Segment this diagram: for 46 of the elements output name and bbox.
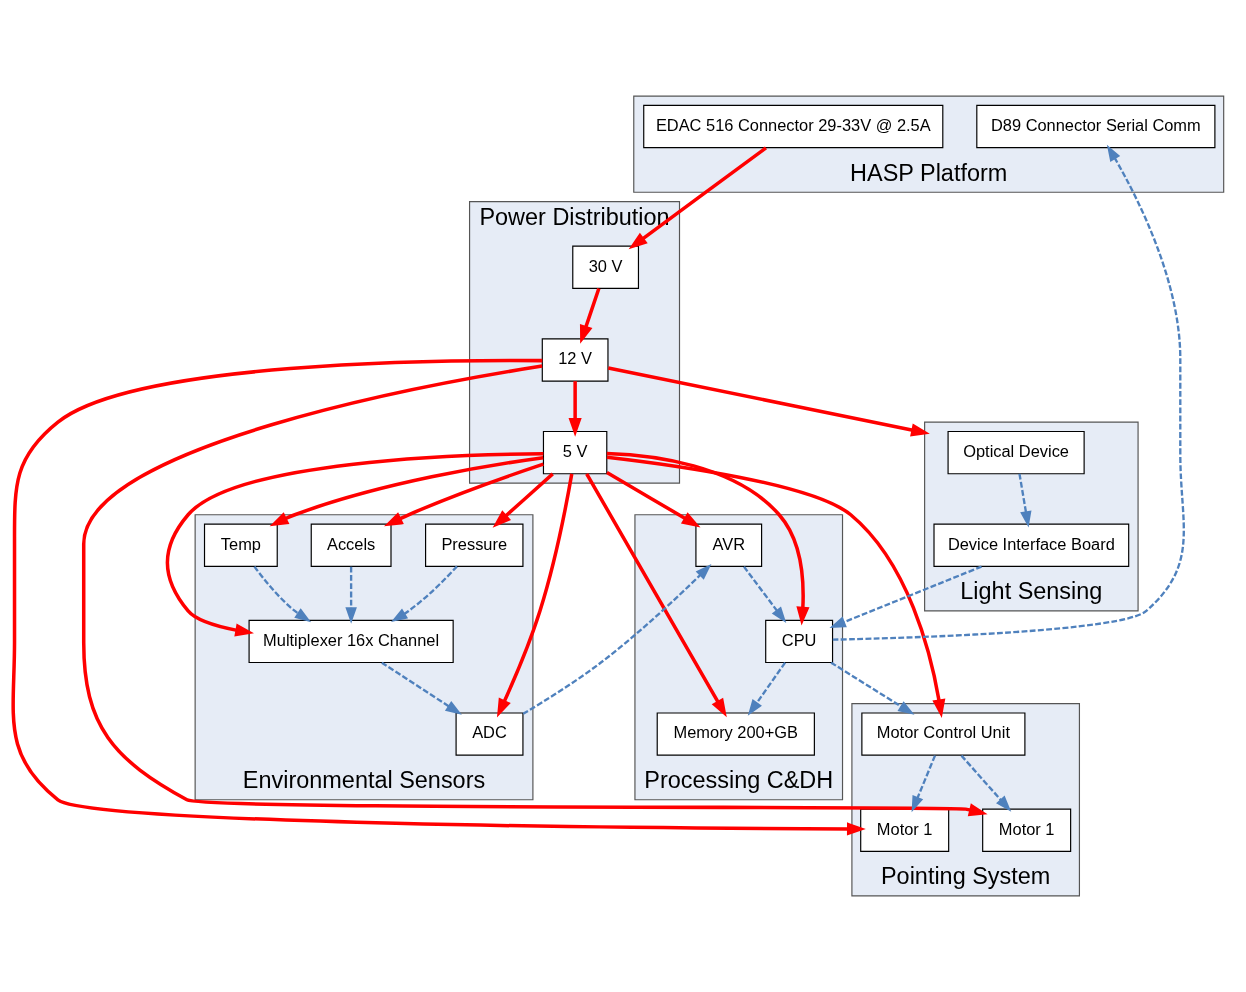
node-box: Memory 200+GB [656,712,815,756]
arrow [253,565,312,623]
arrow [832,144,1185,641]
arrow [81,364,988,817]
node-box: Motor 1 [860,808,950,852]
arrow [607,366,930,437]
node-box: Pressure [425,523,524,567]
arrow [381,661,462,715]
arrow [522,564,712,715]
arrow [492,472,554,528]
arrow [1018,473,1032,528]
node-box: Motor 1 [982,808,1072,852]
arrow [960,754,1012,812]
arrow [585,473,727,718]
arrow [391,565,458,623]
arrow [165,452,544,637]
node-box: 30 V [572,245,640,289]
arrow [496,473,574,718]
node-box: CPU [765,619,834,664]
arrow [11,358,866,836]
arrow [829,565,982,628]
node-box: D89 Connector Serial Comm [976,104,1216,149]
node-box: Optical Device [947,430,1085,475]
arrow [345,566,357,624]
arrow [606,451,810,626]
node-box: 5 V [542,430,608,475]
node-box: AVR [695,523,763,567]
node-box: EDAC 516 Connector 29-33V @ 2.5A [643,104,944,149]
node-box: 12 V [541,338,609,382]
node-box: ADC [455,712,524,756]
node-box: Multiplexer 16x Channel [248,619,454,664]
arrow [911,755,937,813]
arrow [743,566,787,624]
arrow [568,381,582,437]
arrow [606,455,946,718]
node-box: Device Interface Board [933,523,1130,567]
arrow [628,146,768,250]
arrow [747,661,787,716]
node-box: Motor Control Unit [861,712,1026,756]
arrow [606,470,701,528]
node-box: Accels [310,523,392,567]
arrow [269,455,544,527]
arrow [384,462,544,527]
node-box: Temp [203,523,278,567]
arrow [579,287,601,344]
arrow [830,661,915,715]
